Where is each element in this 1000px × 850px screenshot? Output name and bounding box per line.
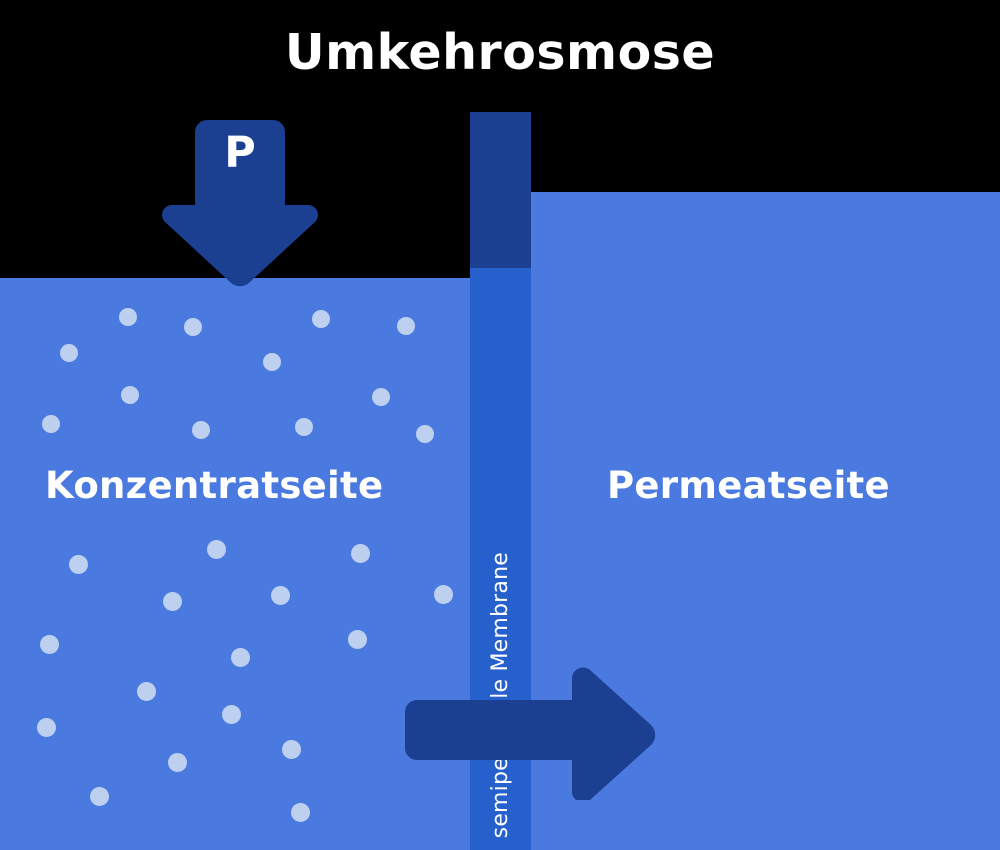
solute-particle [282, 740, 301, 759]
solute-particle [40, 635, 59, 654]
pressure-label: P [224, 128, 256, 178]
solute-particle [222, 705, 241, 724]
solute-particle [121, 386, 139, 404]
solute-particle [207, 540, 226, 559]
solute-particle [90, 787, 109, 806]
solute-particle [271, 586, 290, 605]
solute-particle [348, 630, 367, 649]
arrow-right-icon [400, 665, 665, 800]
solute-particle [416, 425, 434, 443]
solute-particle [231, 648, 250, 667]
concentrate-side-label: Konzentratseite [45, 464, 384, 507]
solute-particle [192, 421, 210, 439]
solute-particle [163, 592, 182, 611]
solute-particle [372, 388, 390, 406]
solute-particle [295, 418, 313, 436]
solute-particle [137, 682, 156, 701]
solute-particle [184, 318, 202, 336]
solute-particle [434, 585, 453, 604]
solute-particle [69, 555, 88, 574]
page-title: Umkehrosmose [284, 24, 716, 81]
solute-particle [119, 308, 137, 326]
solute-particle [168, 753, 187, 772]
solute-particle [37, 718, 56, 737]
solute-particle [351, 544, 370, 563]
solute-particle [60, 344, 78, 362]
solute-particle [312, 310, 330, 328]
arrow-down-icon [160, 108, 320, 293]
membrane-upper-segment [470, 112, 531, 268]
solute-particle [263, 353, 281, 371]
solute-particle [42, 415, 60, 433]
solute-particle [397, 317, 415, 335]
permeate-side-label: Permeatseite [607, 464, 890, 507]
solute-particle [291, 803, 310, 822]
